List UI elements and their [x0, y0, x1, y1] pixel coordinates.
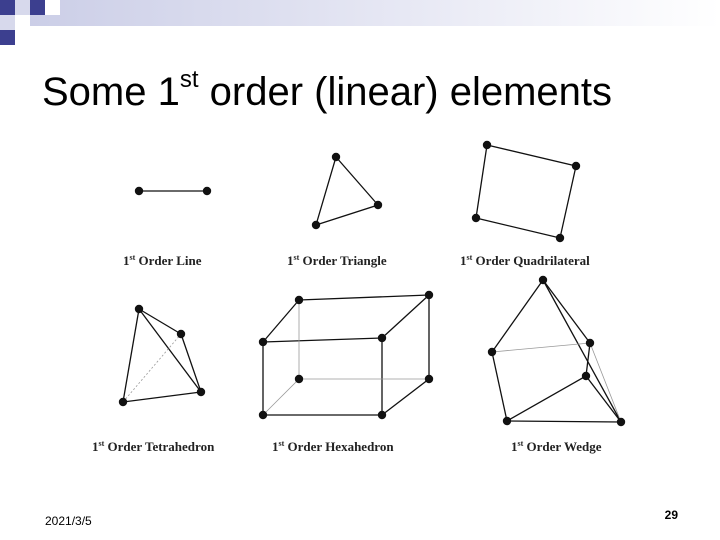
- node-dot: [134, 304, 144, 314]
- node-dot: [377, 410, 387, 420]
- node-dot: [331, 152, 341, 162]
- node-dot: [555, 233, 565, 243]
- node-dot: [424, 290, 434, 300]
- footer-date: 2021/3/5: [45, 514, 92, 528]
- node-dot: [202, 186, 212, 196]
- node-dot: [258, 410, 268, 420]
- caption-line: 1st Order Line: [123, 253, 202, 268]
- caption-triangle: 1st Order Triangle: [287, 253, 387, 268]
- triangle-element-drawing: [315, 155, 380, 226]
- hexahedron-element-drawing: [262, 294, 430, 416]
- node-dot: [581, 371, 591, 381]
- node-dot: [487, 347, 497, 357]
- node-dot: [196, 387, 206, 397]
- node-dot: [373, 200, 383, 210]
- quadrilateral-element-drawing: [475, 144, 577, 239]
- node-dot: [502, 416, 512, 426]
- page-title: Some 1st order (linear) elements: [42, 66, 612, 115]
- node-dot: [571, 161, 581, 171]
- caption-hexahedron: 1st Order Hexahedron: [272, 439, 394, 454]
- node-dot: [471, 213, 481, 223]
- node-dot: [377, 333, 387, 343]
- title-suffix: order (linear) elements: [198, 70, 613, 114]
- title-superscript: st: [179, 66, 199, 93]
- node-dot: [258, 337, 268, 347]
- page-number: 29: [664, 508, 678, 522]
- header-decoration: [0, 0, 720, 45]
- caption-tetrahedron: 1st Order Tetrahedron: [92, 439, 215, 454]
- caption-quadrilateral: 1st Order Quadrilateral: [460, 253, 590, 268]
- node-dot: [616, 417, 626, 427]
- node-dot: [294, 374, 304, 384]
- wedge-element-drawing: [491, 279, 622, 423]
- caption-wedge: 1st Order Wedge: [511, 439, 602, 454]
- node-dot: [424, 374, 434, 384]
- title-prefix: Some 1: [42, 70, 180, 114]
- node-dot: [585, 338, 595, 348]
- node-dot: [482, 140, 492, 150]
- node-dot: [538, 275, 548, 285]
- node-dot: [176, 329, 186, 339]
- tetrahedron-element-drawing: [122, 308, 202, 403]
- node-dot: [294, 295, 304, 305]
- node-dot: [134, 186, 144, 196]
- node-dot: [311, 220, 321, 230]
- node-dot: [118, 397, 128, 407]
